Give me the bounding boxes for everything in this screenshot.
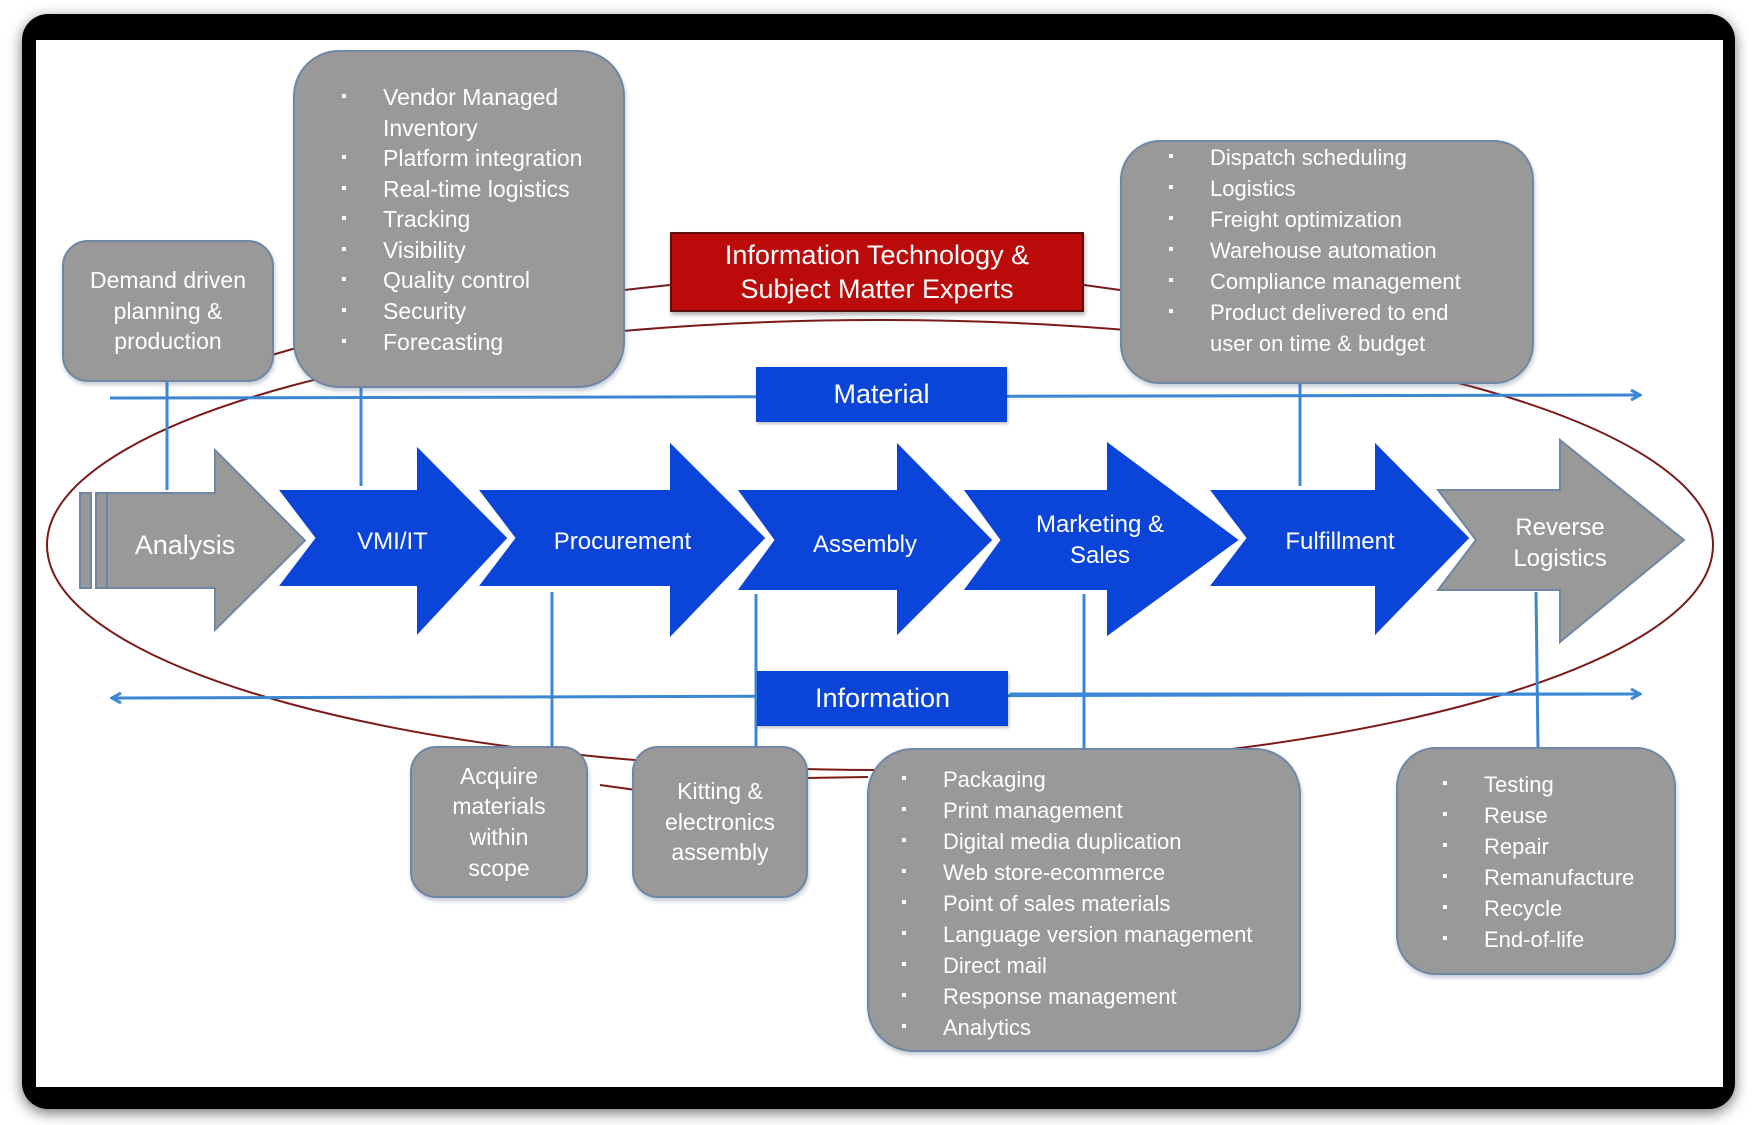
marketing-list-item: Web store-ecommerce <box>901 857 1291 888</box>
vmi-list-item: Security <box>341 296 613 327</box>
bottom-connector-2 <box>805 776 869 779</box>
material-flow-label: Material <box>756 367 1007 422</box>
fulfillment-list-item: Product delivered to end user on time & … <box>1168 297 1470 359</box>
stage-arrow-marketing-sales <box>956 434 1246 644</box>
procurement-line: Acquire <box>460 762 538 789</box>
it-sme-line1: Information Technology & <box>724 240 1030 270</box>
reverse-logistics-detail-box: Testing Reuse Repair Remanufacture Recyc… <box>1396 747 1676 975</box>
vmi-list-item: Platform integration <box>341 143 613 174</box>
marketing-list-item: Print management <box>901 795 1291 826</box>
assembly-line: Kitting & <box>677 778 763 805</box>
stage-arrow-procurement <box>470 433 771 647</box>
information-flow-label: Information <box>757 671 1008 726</box>
stage-arrow-assembly <box>730 433 998 645</box>
fulfillment-list-item: Warehouse automation <box>1168 235 1522 266</box>
analysis-start-bar <box>79 492 92 589</box>
demand-line: planning & <box>113 297 223 324</box>
stage-label-analysis: Analysis <box>134 529 236 560</box>
stage-label-marketing-line1: Marketing & <box>1035 511 1165 538</box>
it-sme-box: Information Technology & Subject Matter … <box>670 232 1084 312</box>
vline-reverse <box>1534 591 1540 749</box>
stage-label-vmi-it: VMI/IT <box>357 527 428 555</box>
marketing-detail-box: Packaging Print management Digital media… <box>867 748 1301 1052</box>
demand-line: Demand driven <box>90 267 246 294</box>
reverse-list-item: Testing <box>1442 769 1666 800</box>
stage-label-assembly: Assembly <box>812 530 918 558</box>
marketing-list-item: Response management <box>901 981 1291 1012</box>
reverse-list-item: Repair <box>1442 831 1666 862</box>
stage-label-reverse-line1: Reverse <box>1515 514 1605 541</box>
vmi-list-item: Forecasting <box>341 327 613 358</box>
demand-planning-box: Demand driven planning & production <box>62 240 274 382</box>
vmi-list-item: Real-time logistics <box>341 174 613 205</box>
stage-arrow-fulfillment <box>1201 433 1475 645</box>
marketing-list-item: Direct mail <box>901 950 1291 981</box>
reverse-list-item: Reuse <box>1442 800 1666 831</box>
fulfillment-list-item: Logistics <box>1168 173 1522 204</box>
assembly-line: electronics <box>665 808 775 835</box>
marketing-list-item: Packaging <box>901 764 1291 795</box>
reverse-list: Testing Reuse Repair Remanufacture Recyc… <box>1442 769 1666 955</box>
vmi-list-item: Visibility <box>341 235 613 266</box>
marketing-list-item: Point of sales materials <box>901 888 1291 919</box>
procurement-line: materials <box>452 793 546 820</box>
reverse-list-item: Remanufacture <box>1442 862 1666 893</box>
reverse-list-item: End-of-life <box>1442 924 1666 955</box>
vmi-list-item: Vendor Managed Inventory <box>341 82 583 143</box>
fulfillment-list-item: Freight optimization <box>1168 204 1522 235</box>
marketing-list-item: Digital media duplication <box>901 826 1291 857</box>
stage-label-marketing-sales: Marketing & Sales <box>1015 505 1185 575</box>
fulfillment-list: Dispatch scheduling Logistics Freight op… <box>1168 142 1522 359</box>
vmi-list: Vendor Managed Inventory Platform integr… <box>341 82 613 357</box>
assembly-line: assembly <box>671 839 769 866</box>
stage-label-marketing-line2: Sales <box>1069 542 1131 569</box>
vmi-list-item: Tracking <box>341 204 613 235</box>
fulfillment-list-item: Compliance management <box>1168 266 1522 297</box>
assembly-detail-box: Kitting & electronics assembly <box>632 746 808 898</box>
stage-arrow-vmi-it <box>270 437 513 646</box>
it-connector-right <box>1083 284 1121 291</box>
it-connector-left <box>623 284 671 291</box>
vmi-box: Vendor Managed Inventory Platform integr… <box>293 50 625 388</box>
reverse-list-item: Recycle <box>1442 893 1666 924</box>
procurement-line: within <box>469 824 529 850</box>
analysis-start-bar <box>95 492 108 589</box>
fulfillment-box: Dispatch scheduling Logistics Freight op… <box>1120 140 1534 384</box>
stage-label-reverse-line2: Logistics <box>1513 545 1607 572</box>
stage-arrow-reverse-logistics <box>1435 437 1686 645</box>
stage-label-reverse-logistics: Reverse Logistics <box>1480 508 1640 578</box>
stage-label-procurement: Procurement <box>553 527 692 555</box>
procurement-line: scope <box>468 854 530 881</box>
demand-line: production <box>114 328 222 355</box>
vmi-list-item: Quality control <box>341 265 613 296</box>
marketing-list-item: Analytics <box>901 1012 1291 1043</box>
procurement-detail-box: Acquire materials within scope <box>410 746 588 898</box>
marketing-list-item: Language version management <box>901 919 1291 950</box>
fulfillment-list-item: Dispatch scheduling <box>1168 142 1522 173</box>
demand-vmi-connector <box>271 347 297 356</box>
stage-label-fulfillment: Fulfillment <box>1285 527 1395 555</box>
it-sme-line2: Subject Matter Experts <box>740 274 1014 304</box>
marketing-list: Packaging Print management Digital media… <box>901 764 1291 1043</box>
